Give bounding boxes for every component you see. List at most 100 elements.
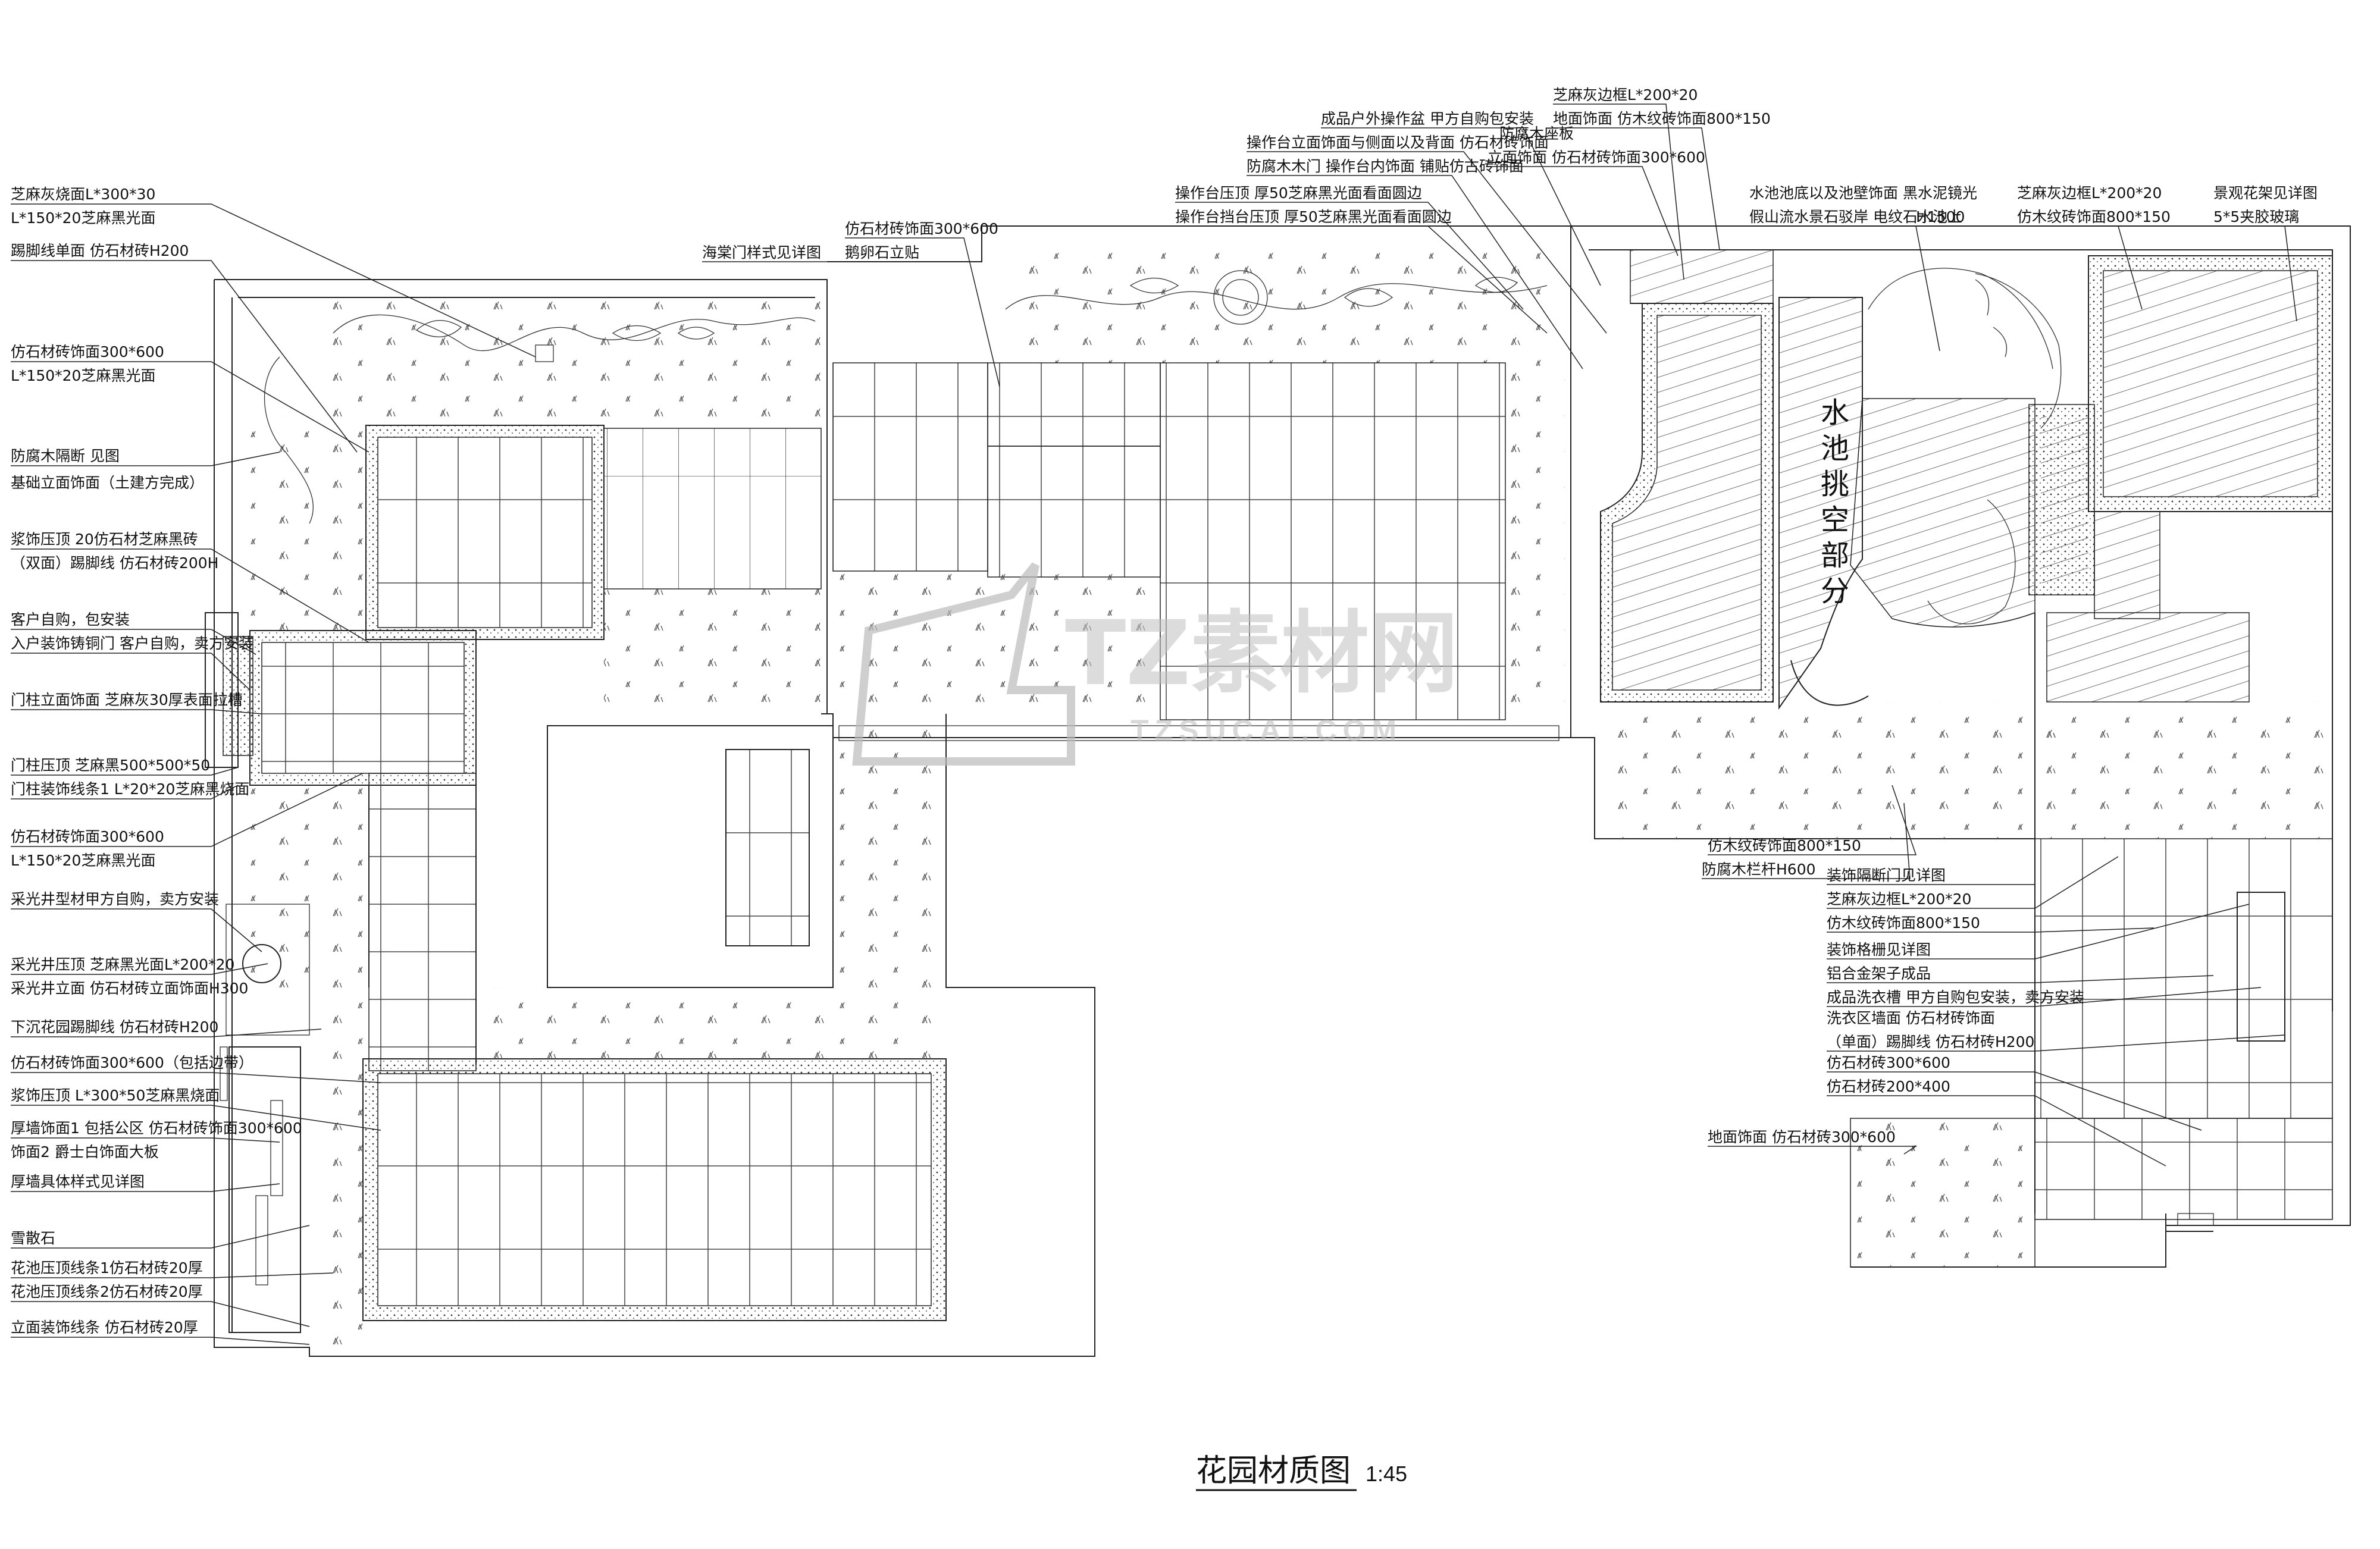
left-label-leader	[11, 767, 239, 776]
right-label-leader	[1827, 975, 2214, 983]
left-label-leader	[11, 1337, 310, 1345]
middle-top-area	[827, 225, 1571, 741]
left-label-leader	[11, 785, 239, 799]
watermark-text: TZ素材网	[1065, 602, 1458, 705]
right-label: 仿石材砖300*600	[1827, 1054, 1950, 1071]
label-counter-side: 操作台立面饰面与侧面以及背面 仿石材砖饰面	[1247, 134, 1549, 151]
label-counter-top-2: 操作台挡台压顶 厚50芝麻黑光面看面圆边	[1175, 208, 1452, 225]
pool-label: 水池挑空部分	[1821, 396, 1849, 608]
left-label-leader	[11, 1137, 280, 1143]
right-label-leader	[1827, 927, 2154, 933]
label-glass: 5*5夹胶玻璃	[2213, 208, 2299, 225]
entry-gate-area	[205, 612, 477, 987]
label-wood-floor-right: 仿木纹砖饰面800*150	[2017, 208, 2171, 225]
left-label: 厚墙饰面1 包括公区 仿石材砖饰面300*600	[11, 1120, 302, 1137]
watermark-subtext: TZSUCAI.COM	[1130, 714, 1402, 747]
left-label-leader	[11, 1301, 310, 1327]
watermark: TZ素材网 TZSUCAI.COM	[852, 562, 1458, 766]
left-label-leader	[11, 653, 250, 691]
left-label-leader	[11, 773, 364, 847]
left-label: 门柱装饰线条1 L*20*20芝麻黑烧面	[11, 780, 249, 798]
left-label-leader	[11, 709, 262, 714]
label-stone-face: 仿石材砖饰面300*600	[845, 220, 998, 237]
right-annotation-column: 仿木纹砖饰面800*150 防腐木栏杆H600 装饰隔断门见详图芝麻灰边框L*200…	[1702, 714, 2285, 1167]
left-label: 基础立面饰面（土建方完成）	[11, 474, 204, 491]
label-pool-bottom: 水池池底以及池壁饰面 黑水泥镜光	[1749, 184, 1977, 202]
left-label: 采光井型材甲方自购，卖方安装	[11, 890, 219, 908]
right-label: 芝麻灰边框L*200*20	[1827, 890, 1971, 908]
label-wall-face: 立面饰面 仿石材砖饰面300*600	[1488, 149, 1705, 166]
left-label-leader	[11, 361, 369, 453]
left-label-leader	[11, 1029, 322, 1037]
left-label: 仿石材砖饰面300*600（包括边带）	[11, 1054, 253, 1071]
left-label-leader	[11, 629, 256, 655]
label-flower-rack: 景观花架见详图	[2213, 184, 2318, 202]
label-rockery: 假山流水景石驳岸 电纹石水池上	[1749, 208, 1962, 225]
left-label: 仿石材砖饰面300*600	[11, 343, 164, 360]
left-label-leader	[11, 963, 268, 975]
right-label-leader	[1827, 904, 2250, 959]
left-label: 花池压顶线条1仿石材砖20厚	[11, 1259, 203, 1277]
right-label: 装饰隔断门见详图	[1827, 867, 1946, 884]
left-label: 花池压顶线条2仿石材砖20厚	[11, 1283, 203, 1300]
right-label-leader	[1827, 987, 2262, 1007]
right-label-leader	[1827, 1071, 2202, 1131]
left-label: 踢脚线单面 仿石材砖H200	[11, 242, 189, 259]
drawing-title-block: 花园材质图 1:45	[1196, 1453, 1407, 1491]
right-label: 仿木纹砖饰面800*150	[1827, 914, 1980, 932]
stone-patio-top-left	[365, 425, 822, 702]
left-label-leader	[11, 1183, 280, 1192]
label-gate-detail: 海棠门样式见详图	[702, 244, 821, 261]
right-label: 洗衣区墙面 仿石材砖饰面	[1827, 1009, 1995, 1027]
right-label: 铝合金架子成品	[1827, 965, 1931, 982]
left-label: L*150*20芝麻黑光面	[11, 852, 155, 869]
right-label-leader	[1827, 1095, 2166, 1167]
drawing-scale: 1:45	[1366, 1462, 1407, 1486]
left-label-leader	[11, 1105, 381, 1131]
grass-left-strip	[235, 416, 363, 642]
right-label: （单面）踢脚线 仿石材砖H200	[1827, 1033, 2034, 1051]
laundry-area	[1850, 838, 2333, 1268]
right-label-leader	[1827, 714, 2035, 885]
flower-rack-deck	[2028, 255, 2333, 839]
left-label: 采光井立面 仿石材砖立面饰面H300	[11, 980, 248, 997]
left-label: 门柱立面饰面 芝麻灰30厚表面拉槽	[11, 691, 243, 708]
left-label-leader	[11, 1072, 381, 1083]
left-label: 雪散石	[11, 1230, 55, 1247]
left-label: 防腐木隔断 见图	[11, 447, 120, 465]
left-label-leader	[11, 451, 280, 466]
central-block	[547, 713, 834, 988]
left-label: 饰面2 爵士白饰面大板	[11, 1143, 159, 1161]
left-label: 仿石材砖饰面300*600	[11, 828, 164, 845]
right-label-leader	[1708, 785, 1917, 855]
label-floor-face: 地面饰面 仿木纹砖饰面800*150	[1553, 110, 1771, 127]
wood-deck-left-of-pool	[1600, 249, 2071, 839]
left-label: 采光井压顶 芝麻黑光面L*200*20	[11, 956, 234, 973]
planting-bed-top-left	[264, 297, 821, 524]
label-pool-edge: 芝麻灰边框L*200*20	[1553, 86, 1698, 104]
left-label: L*150*20芝麻黑光面	[11, 209, 155, 227]
left-label: 客户自购，包安装	[11, 611, 130, 628]
left-label: 门柱压顶 芝麻黑500*500*50	[11, 757, 210, 774]
right-label-leader	[1827, 1034, 2285, 1052]
label-pebble: 鹅卵石立贴	[845, 244, 919, 261]
left-label-leader	[11, 1272, 334, 1278]
label-counter-top-1: 操作台压顶 厚50芝麻黑光面看面圆边	[1175, 184, 1422, 202]
label-edge-right: 芝麻灰边框L*200*20	[2017, 184, 2162, 202]
left-label-leader	[11, 260, 358, 453]
left-label: L*150*20芝麻黑光面	[11, 367, 155, 384]
left-label-leader	[11, 908, 262, 952]
right-label-leader	[1702, 802, 1911, 879]
drawing-title: 花园材质图	[1196, 1453, 1351, 1489]
left-label-leader	[11, 203, 536, 358]
label-sink: 成品户外操作盆 甲方自购包安装	[1321, 110, 1534, 127]
label-wood-door: 防腐木木门 操作台内饰面 铺贴仿古砖饰面	[1247, 158, 1524, 175]
left-label: 入户装饰铸铜门 客户自购，卖方安装	[11, 635, 253, 652]
left-label: 浆饰压顶 20仿石材芝麻黑砖	[11, 531, 198, 548]
left-label: 厚墙具体样式见详图	[11, 1173, 145, 1190]
right-label: 防腐木栏杆H600	[1702, 861, 1816, 878]
left-label-leader	[11, 1225, 310, 1249]
pool-void-label: 水池挑空部分	[1821, 396, 1849, 608]
